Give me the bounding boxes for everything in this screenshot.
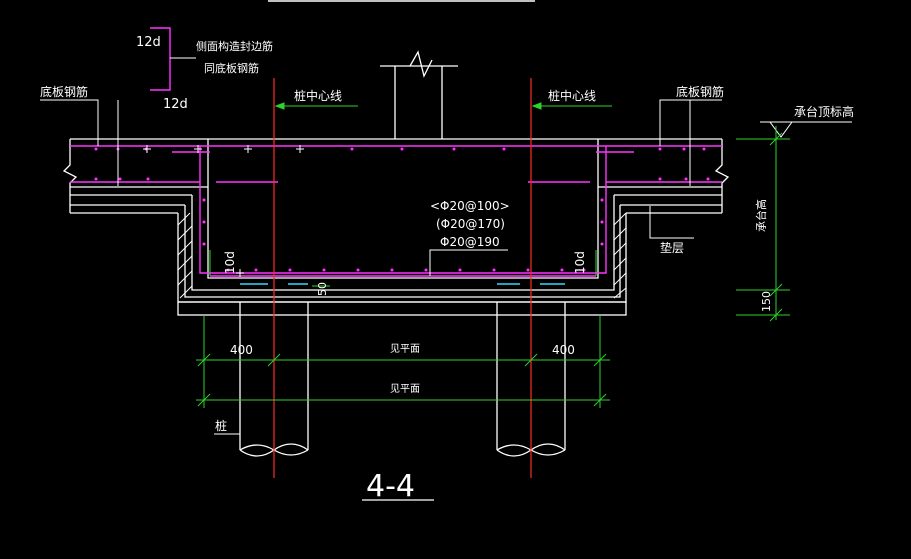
side-structural-bar-label: 侧面构造封边筋: [196, 39, 273, 53]
dim-10d-left: 10d: [223, 251, 237, 274]
hook-12d: [150, 27, 171, 91]
bottom-slab-rebar-right: 底板钢筋: [676, 84, 724, 99]
centerline-leaders: [274, 102, 612, 110]
dim-150: 150: [760, 291, 773, 312]
side-structural-bar-label-2: 同底板钢筋: [204, 61, 259, 75]
section-title: 4-4: [366, 469, 415, 504]
bottom-slab-rebar-left: 底板钢筋: [40, 84, 88, 99]
pile-centerline-left-label: 桩中心线: [294, 88, 342, 103]
pile-centerline-right-label: 桩中心线: [548, 88, 596, 103]
dim-400-right: 400: [552, 343, 575, 357]
cushion-leader: [649, 206, 694, 239]
rebar-cross-marks: [143, 145, 304, 277]
rebar-leaders: [40, 99, 722, 276]
rebar-spec-1: <Φ20@100>: [430, 199, 510, 213]
dim-vertical: [736, 126, 790, 322]
pile-centerlines: [273, 78, 532, 478]
cap-top-elevation-label: 承台顶标高: [794, 104, 854, 119]
rebar-dots: [94, 147, 710, 272]
dim-12d-top: 12d: [136, 35, 161, 50]
cushion-label: 垫层: [660, 240, 684, 255]
rebar-spec-3: Φ20@190: [440, 235, 500, 249]
dim-horizontal: [196, 285, 610, 408]
structure-outline: [62, 50, 730, 316]
hatch-left: [177, 212, 193, 299]
see-plan-label-2: 见平面: [390, 383, 420, 395]
see-plan-label-1: 见平面: [390, 343, 420, 355]
elevation-symbol: [760, 121, 852, 138]
dim-12d-bottom: 12d: [163, 97, 188, 112]
rebar: [70, 145, 722, 277]
dim-50: 50: [316, 282, 329, 296]
rebar-spec-2: (Φ20@170): [436, 217, 505, 231]
cap-height-label: 承台高: [754, 199, 768, 232]
dim-10d-lines: [209, 250, 597, 276]
dim-400-left: 400: [230, 343, 253, 357]
dim-10d-right: 10d: [573, 251, 587, 274]
pile-label: 桩: [215, 418, 227, 433]
hatch-right: [613, 212, 627, 299]
